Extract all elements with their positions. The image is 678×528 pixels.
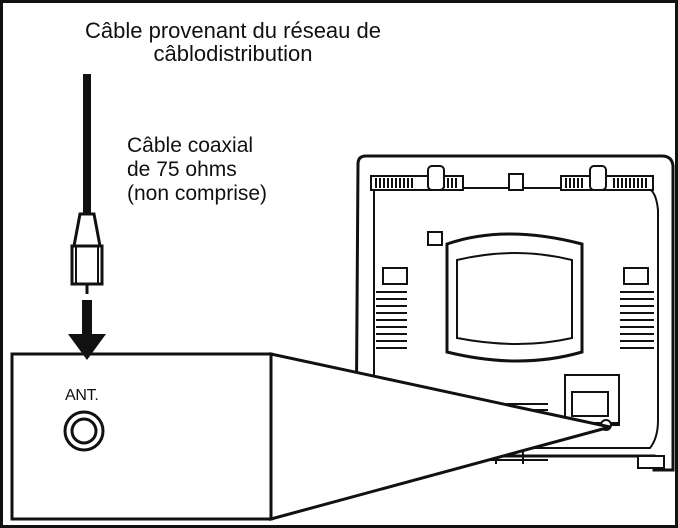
right-side-vent-lines [620, 291, 654, 349]
top-center-latch [508, 173, 524, 191]
antenna-terminal-label: ANT. [65, 387, 99, 404]
bottom-right-foot [637, 455, 665, 469]
coaxial-cable-label-line-1: Câble coaxial [127, 134, 254, 157]
upper-port [427, 231, 443, 246]
coax-connector-ridges [75, 246, 99, 284]
left-side-vent-lines [376, 291, 407, 349]
rear-terminal-inner [571, 391, 609, 417]
coaxial-cable-label-line-3: (non comprise) [127, 181, 268, 205]
enlarged-terminal-panel [10, 352, 273, 521]
pedestal-inner [456, 252, 573, 345]
left-side-bracket [382, 267, 408, 285]
cable-source-label-line-1: Câble provenant du réseau de [85, 18, 381, 43]
top-hook-right [589, 165, 607, 191]
top-hook-left [427, 165, 445, 191]
insertion-arrow-head [68, 334, 106, 360]
side-vents [376, 291, 654, 349]
coaxial-cable-label: Câble coaxial de 75 ohms (non comprise) [127, 134, 267, 206]
vent-slat-group-right [565, 178, 647, 188]
cable-source-label: Câble provenant du réseau de câblodistri… [53, 19, 413, 65]
coax-connector-neck [72, 212, 102, 248]
coaxial-cable-label-line-2: de 75 ohms [127, 157, 237, 181]
right-side-bracket [623, 267, 649, 285]
cable-source-label-line-2: câblodistribution [153, 41, 313, 67]
ant-terminal-inner-ring [70, 417, 98, 445]
